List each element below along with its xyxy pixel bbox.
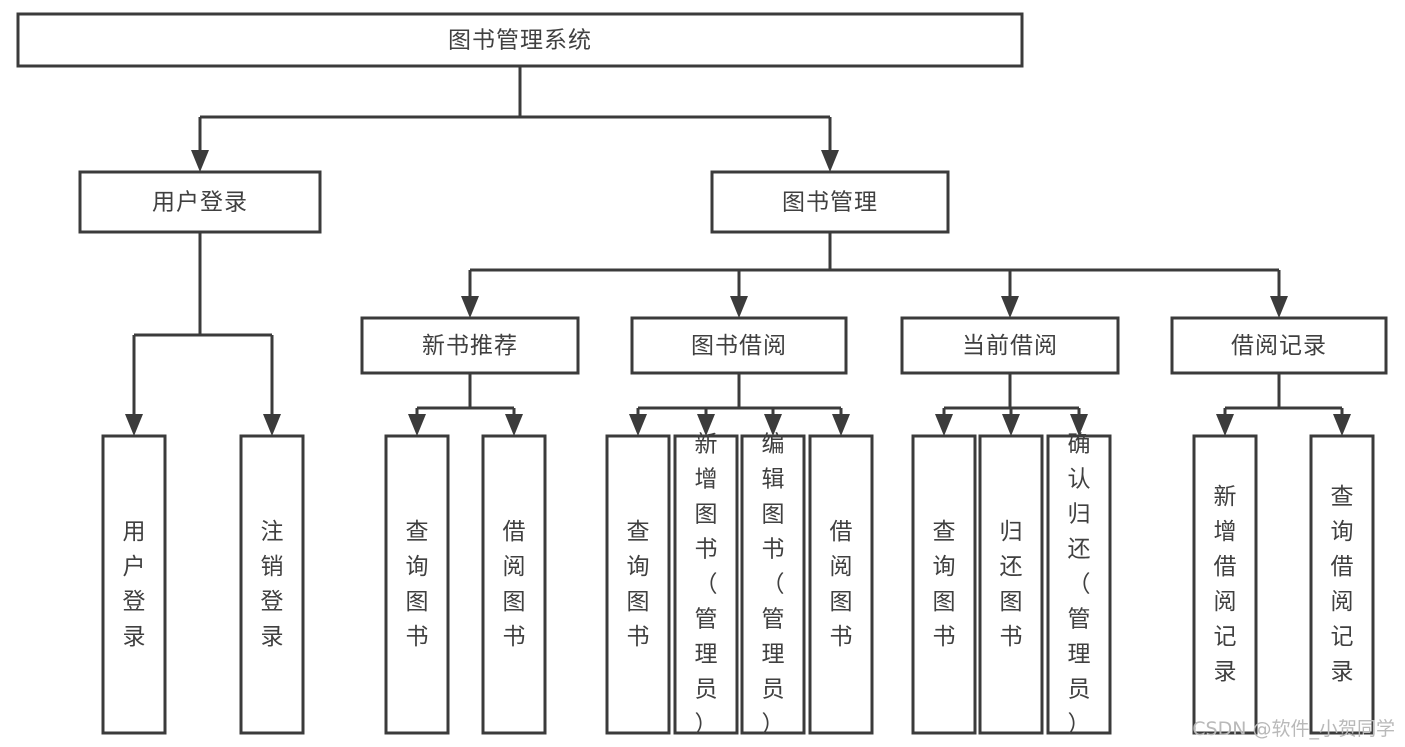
node-leaf-12[interactable]: 查询借阅记录 xyxy=(1309,434,1375,735)
node-level3-3-label: 借阅记录 xyxy=(1231,333,1327,359)
arrow-head xyxy=(764,414,782,436)
node-leaf-2-box[interactable] xyxy=(384,434,450,735)
node-leaf-4[interactable]: 查询图书 xyxy=(605,434,671,735)
arrow-head xyxy=(1333,414,1351,436)
node-leaf-3-box[interactable] xyxy=(481,434,547,735)
node-leaf-8[interactable]: 查询图书 xyxy=(911,434,977,735)
node-leaf-0-label: 用户登录 xyxy=(123,519,146,650)
node-leaf-7[interactable]: 借阅图书 xyxy=(808,434,874,735)
node-level3-1[interactable]: 图书借阅 xyxy=(630,316,848,375)
node-leaf-9-label: 归还图书 xyxy=(1000,519,1023,650)
node-level3-2-box[interactable] xyxy=(900,316,1120,375)
arrow-head xyxy=(191,150,209,172)
node-level3-1-box[interactable] xyxy=(630,316,848,375)
arrow-head xyxy=(408,414,426,436)
arrow-head xyxy=(263,414,281,436)
arrow-head xyxy=(1216,414,1234,436)
node-leaf-6-label: 编辑图书（管理员） xyxy=(762,431,785,737)
node-leaf-3-label: 借阅图书 xyxy=(503,519,526,650)
arrow-head xyxy=(697,414,715,436)
node-leaf-1[interactable]: 注销登录 xyxy=(239,434,305,735)
node-leaf-12-box[interactable] xyxy=(1309,434,1375,735)
arrow-head xyxy=(461,296,479,318)
node-level3-0[interactable]: 新书推荐 xyxy=(360,316,580,375)
node-level3-2-label: 当前借阅 xyxy=(962,333,1058,359)
node-level3-3-box[interactable] xyxy=(1170,316,1388,375)
node-level2-1[interactable]: 图书管理 xyxy=(710,170,950,234)
node-leaf-8-label: 查询图书 xyxy=(933,519,956,650)
arrow-head xyxy=(821,150,839,172)
node-leaf-2[interactable]: 查询图书 xyxy=(384,434,450,735)
node-level3-0-label: 新书推荐 xyxy=(422,333,518,359)
node-leaf-4-box[interactable] xyxy=(605,434,671,735)
node-level3-3[interactable]: 借阅记录 xyxy=(1170,316,1388,375)
node-leaf-11-box[interactable] xyxy=(1192,434,1258,735)
node-leaf-2-label: 查询图书 xyxy=(406,519,429,650)
node-leaf-1-box[interactable] xyxy=(239,434,305,735)
node-level3-1-label: 图书借阅 xyxy=(691,333,787,359)
arrow-head xyxy=(125,414,143,436)
node-level2-0-label: 用户登录 xyxy=(152,190,248,216)
node-root-box[interactable] xyxy=(16,12,1024,68)
node-leaf-6-box[interactable] xyxy=(740,434,806,735)
arrow-head xyxy=(1270,296,1288,318)
node-layer: 图书管理系统用户登录图书管理新书推荐图书借阅当前借阅借阅记录用户登录注销登录查询… xyxy=(16,12,1388,737)
arrow-head xyxy=(505,414,523,436)
connector-layer xyxy=(125,66,1351,436)
node-leaf-0[interactable]: 用户登录 xyxy=(101,434,167,735)
arrow-head xyxy=(1001,296,1019,318)
node-level2-0[interactable]: 用户登录 xyxy=(78,170,322,234)
node-leaf-5[interactable]: 新增图书（管理员） xyxy=(673,431,739,737)
node-level3-0-box[interactable] xyxy=(360,316,580,375)
node-level2-1-label: 图书管理 xyxy=(782,190,878,216)
node-leaf-11-label: 新增借阅记录 xyxy=(1214,484,1237,685)
node-leaf-7-label: 借阅图书 xyxy=(830,519,853,650)
arrow-head xyxy=(935,414,953,436)
node-leaf-12-label: 查询借阅记录 xyxy=(1331,484,1354,685)
node-leaf-6[interactable]: 编辑图书（管理员） xyxy=(740,431,806,737)
node-level2-0-box[interactable] xyxy=(78,170,322,234)
arrow-head xyxy=(629,414,647,436)
arrow-head xyxy=(832,414,850,436)
node-leaf-8-box[interactable] xyxy=(911,434,977,735)
arrow-head xyxy=(730,296,748,318)
node-leaf-10-box[interactable] xyxy=(1046,434,1112,735)
node-leaf-10-label: 确认归还（管理员） xyxy=(1068,431,1091,737)
node-root[interactable]: 图书管理系统 xyxy=(16,12,1024,68)
node-root-label: 图书管理系统 xyxy=(448,28,592,54)
node-leaf-1-label: 注销登录 xyxy=(261,519,284,650)
node-leaf-5-box[interactable] xyxy=(673,434,739,735)
node-leaf-10[interactable]: 确认归还（管理员） xyxy=(1046,431,1112,737)
node-leaf-4-label: 查询图书 xyxy=(627,519,650,650)
node-leaf-9-box[interactable] xyxy=(978,434,1044,735)
node-leaf-9[interactable]: 归还图书 xyxy=(978,434,1044,735)
node-leaf-7-box[interactable] xyxy=(808,434,874,735)
node-level3-2[interactable]: 当前借阅 xyxy=(900,316,1120,375)
node-leaf-5-label: 新增图书（管理员） xyxy=(695,431,718,737)
arrow-head xyxy=(1002,414,1020,436)
arrow-head xyxy=(1070,414,1088,436)
node-leaf-3[interactable]: 借阅图书 xyxy=(481,434,547,735)
node-level2-1-box[interactable] xyxy=(710,170,950,234)
watermark-label: CSDN @软件_小贺同学 xyxy=(1192,718,1395,740)
node-leaf-0-box[interactable] xyxy=(101,434,167,735)
node-leaf-11[interactable]: 新增借阅记录 xyxy=(1192,434,1258,735)
